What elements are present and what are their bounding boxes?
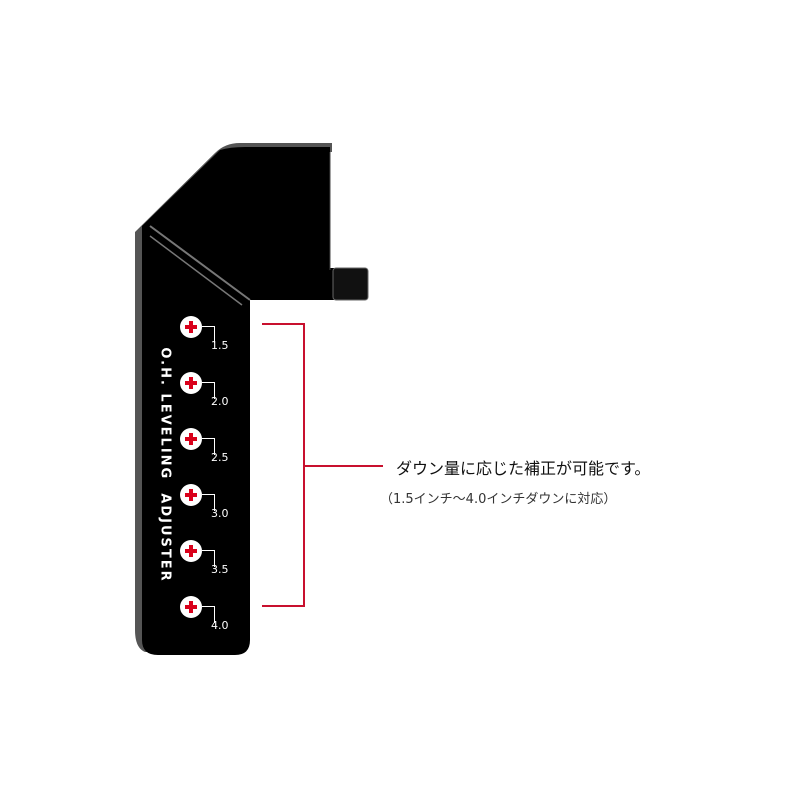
plus-screw-icon bbox=[180, 372, 202, 394]
callout-bracket bbox=[262, 323, 305, 607]
position-marker bbox=[202, 382, 215, 399]
position-marker bbox=[202, 438, 215, 455]
position-value: 2.0 bbox=[211, 395, 229, 408]
connector-tab bbox=[332, 267, 369, 301]
position-value: 3.5 bbox=[211, 563, 229, 576]
plus-screw-icon bbox=[180, 540, 202, 562]
plus-screw-icon bbox=[180, 316, 202, 338]
callout-sub-text: （1.5インチ〜4.0インチダウンに対応） bbox=[380, 492, 617, 507]
plus-screw-icon bbox=[180, 596, 202, 618]
position-value: 3.0 bbox=[211, 507, 229, 520]
position-value: 2.5 bbox=[211, 451, 229, 464]
plus-screw-icon bbox=[180, 428, 202, 450]
head-separator-bottom bbox=[149, 235, 243, 306]
device-label: O.H. LEVELING ADJUSTER bbox=[157, 347, 173, 583]
device-body bbox=[142, 147, 368, 655]
position-value: 1.5 bbox=[211, 339, 229, 352]
head-separator-top bbox=[149, 225, 251, 301]
callout-main-text: ダウン量に応じた補正が可能です。 bbox=[396, 459, 651, 478]
position-marker bbox=[202, 494, 215, 511]
position-marker bbox=[202, 550, 215, 567]
position-marker bbox=[202, 326, 215, 343]
adjust-position-2: 2.0 bbox=[180, 372, 240, 422]
adjust-position-6: 4.0 bbox=[180, 596, 240, 646]
plus-screw-icon bbox=[180, 484, 202, 506]
position-marker bbox=[202, 606, 215, 623]
adjust-position-1: 1.5 bbox=[180, 316, 240, 366]
adjust-position-4: 3.0 bbox=[180, 484, 240, 534]
position-value: 4.0 bbox=[211, 619, 229, 632]
adjust-position-5: 3.5 bbox=[180, 540, 240, 590]
adjust-position-3: 2.5 bbox=[180, 428, 240, 478]
